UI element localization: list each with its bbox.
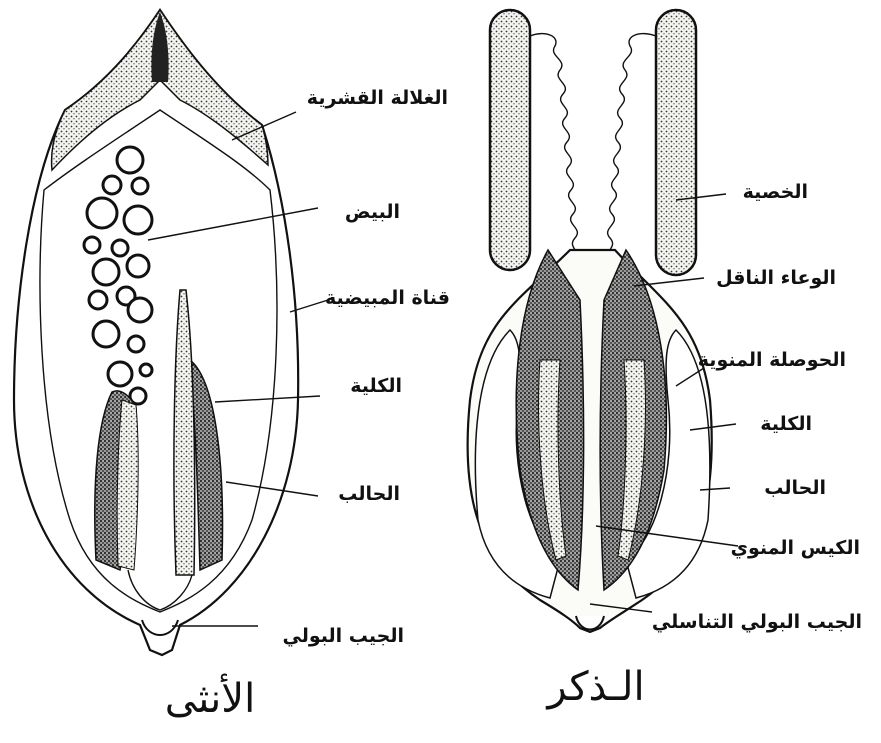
- left-testis: [490, 10, 530, 270]
- male-diagram: الخصية الوعاء الناقل الحوصلة المنوية الك…: [468, 10, 862, 710]
- egg: [89, 291, 107, 309]
- egg: [84, 237, 100, 253]
- egg: [108, 362, 132, 386]
- label-testis: الخصية: [743, 181, 808, 203]
- leader-line: [215, 396, 320, 402]
- label-seminal-sac: الكيس المنوي: [731, 537, 860, 560]
- egg: [128, 336, 144, 352]
- right-coiled-duct: [607, 34, 656, 262]
- female-oviduct-tube: [174, 290, 195, 575]
- egg: [93, 259, 119, 285]
- egg: [117, 147, 143, 173]
- label-female-kidney: الكلية: [350, 375, 402, 397]
- female-left-kidney-inner: [117, 400, 138, 570]
- female-urinary-sinus: [142, 620, 178, 635]
- leader-line: [148, 208, 318, 240]
- female-outer-body: [14, 10, 298, 655]
- right-testis: [656, 10, 696, 275]
- egg-cluster: [84, 147, 152, 404]
- label-skin-layer: الغلالة القشرية: [307, 87, 448, 109]
- label-seminal-vesicle: الحوصلة المنوية: [698, 349, 846, 371]
- male-caption: الـذكر: [545, 664, 644, 710]
- egg: [132, 178, 148, 194]
- label-eggs: البيض: [345, 201, 400, 223]
- label-urogenital-sinus: الجيب البولي التناسلي: [652, 611, 862, 633]
- female-inner-cavity: [40, 110, 277, 612]
- female-caption: الأنثى: [165, 673, 255, 722]
- egg: [128, 298, 152, 322]
- left-coiled-duct: [530, 34, 578, 262]
- label-male-ureter: الحالب: [764, 477, 826, 499]
- female-diagram: الغلالة القشرية البيض قناة المبيضية الكل…: [14, 10, 450, 722]
- leader-line: [226, 482, 318, 496]
- label-urinary-sinus: الجيب البولي: [283, 625, 405, 647]
- egg: [127, 255, 149, 277]
- label-female-ureter: الحالب: [338, 483, 400, 505]
- label-oviduct: قناة المبيضية: [325, 287, 450, 309]
- egg: [87, 198, 117, 228]
- egg: [93, 321, 119, 347]
- label-male-kidney: الكلية: [760, 413, 812, 435]
- egg: [103, 176, 121, 194]
- egg: [124, 206, 152, 234]
- egg: [140, 364, 152, 376]
- female-ureter-lines: [128, 570, 192, 610]
- egg: [112, 240, 128, 256]
- label-vas-deferens: الوعاء الناقل: [716, 267, 836, 289]
